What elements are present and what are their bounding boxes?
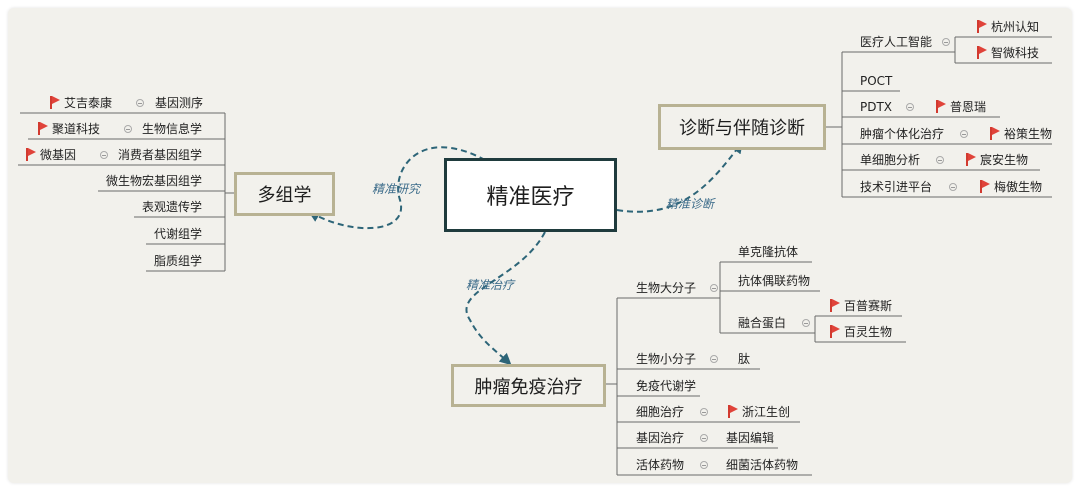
connector-label-diagnosis: 精准诊断 [666, 197, 715, 211]
immuno-branches [606, 261, 906, 476]
immuno-item-0[interactable]: 生物小分子 [636, 352, 697, 366]
multiomics-branches [18, 112, 234, 272]
central-topic[interactable]: 精准医疗 [444, 158, 617, 232]
multiomics-item-6[interactable]: 脂质组学 [154, 254, 203, 268]
link-treatment [465, 231, 546, 366]
topic-diagnosis-label: 诊断与伴随诊断 [679, 118, 805, 139]
diagnosis-item-3[interactable]: 单细胞分析 [860, 153, 921, 167]
immuno-macro-child-1[interactable]: 抗体偶联药物 [738, 274, 811, 288]
immuno-flag-2[interactable]: 浙江生创 [728, 405, 790, 419]
collapse-icon[interactable] [906, 103, 914, 111]
diagnosis-branches [826, 36, 1052, 198]
diagnosis-ai-flag-1[interactable]: 智微科技 [977, 46, 1039, 60]
collapse-icon[interactable] [949, 183, 957, 191]
link-diagnosis [616, 141, 743, 213]
collapse-icon[interactable] [710, 284, 718, 292]
collapse-icon[interactable] [802, 319, 810, 327]
topic-multiomics-label: 多组学 [257, 185, 312, 206]
multiomics-item-2[interactable]: 消费者基因组学 [118, 148, 203, 162]
immuno-macro[interactable]: 生物大分子 [636, 281, 697, 295]
topic-immuno-label: 肿瘤免疫治疗 [474, 376, 583, 398]
topic-immuno[interactable]: 肿瘤免疫治疗 [451, 364, 606, 407]
topic-multiomics[interactable]: 多组学 [234, 172, 335, 216]
immuno-fusion-flag-1[interactable]: 百灵生物 [830, 325, 892, 339]
immuno-item-2[interactable]: 细胞治疗 [636, 405, 685, 419]
diagnosis-ai[interactable]: 医疗人工智能 [860, 35, 933, 49]
collapse-icon[interactable] [124, 125, 132, 133]
collapse-icon[interactable] [710, 355, 718, 363]
diagnosis-item-4[interactable]: 技术引进平台 [860, 180, 933, 194]
collapse-icon[interactable] [700, 434, 708, 442]
diagnosis-item-0[interactable]: POCT [860, 74, 893, 88]
multiomics-flag-1[interactable]: 聚道科技 [38, 122, 100, 136]
immuno-macro-child-2[interactable]: 融合蛋白 [738, 316, 787, 330]
diagnosis-flag-4[interactable]: 梅傲生物 [980, 180, 1042, 194]
immuno-fusion-flag-0[interactable]: 百普赛斯 [830, 299, 892, 313]
immuno-item-3[interactable]: 基因治疗 [636, 431, 685, 445]
multiomics-item-3[interactable]: 微生物宏基因组学 [106, 174, 203, 188]
diagnosis-ai-flag-0[interactable]: 杭州认知 [977, 20, 1039, 34]
immuno-item-4-child[interactable]: 细菌活体药物 [726, 458, 799, 472]
diagnosis-item-2[interactable]: 肿瘤个体化治疗 [860, 127, 945, 141]
connector-label-research: 精准研究 [372, 182, 421, 196]
multiomics-item-0[interactable]: 基因测序 [155, 96, 204, 110]
multiomics-item-1[interactable]: 生物信息学 [142, 122, 203, 136]
multiomics-flag-0[interactable]: 艾吉泰康 [50, 96, 112, 110]
collapse-icon[interactable] [942, 38, 950, 46]
immuno-item-3-child[interactable]: 基因编辑 [726, 431, 775, 445]
diagnosis-flag-2[interactable]: 裕策生物 [990, 127, 1052, 141]
immuno-item-4[interactable]: 活体药物 [636, 458, 685, 472]
diagnosis-item-1[interactable]: PDTX [860, 100, 893, 114]
immuno-macro-child-0[interactable]: 单克隆抗体 [738, 245, 799, 259]
multiomics-flag-2[interactable]: 微基因 [26, 148, 76, 162]
collapse-icon[interactable] [700, 408, 708, 416]
collapse-icon[interactable] [700, 461, 708, 469]
multiomics-item-4[interactable]: 表观遗传学 [142, 200, 203, 214]
collapse-icon[interactable] [960, 130, 968, 138]
connector-label-treatment: 精准治疗 [466, 278, 515, 292]
collapse-icon[interactable] [136, 99, 144, 107]
collapse-icon[interactable] [936, 156, 944, 164]
immuno-item-0-child[interactable]: 肽 [738, 352, 751, 366]
link-research [307, 146, 486, 230]
central-topic-label: 精准医疗 [486, 185, 575, 210]
diagnosis-flag-3[interactable]: 宸安生物 [966, 153, 1028, 167]
immuno-item-1[interactable]: 免疫代谢学 [636, 379, 697, 393]
multiomics-item-5[interactable]: 代谢组学 [154, 227, 203, 241]
diagnosis-flag-1[interactable]: 普恩瑞 [936, 100, 986, 114]
collapse-icon[interactable] [100, 151, 108, 159]
topic-diagnosis[interactable]: 诊断与伴随诊断 [658, 104, 826, 150]
